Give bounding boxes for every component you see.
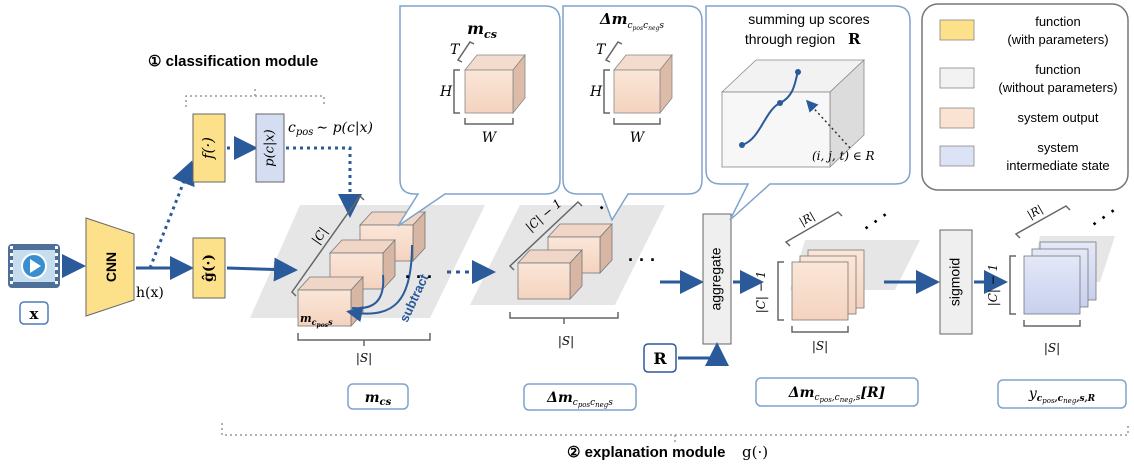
hx-label: h(x) xyxy=(136,285,164,301)
classification-module-title: ① classification module xyxy=(148,53,318,70)
dm-cube-1 xyxy=(517,248,583,301)
agg-c-brace xyxy=(777,261,784,321)
dm-W-label: W xyxy=(630,130,646,146)
region-title-R: R xyxy=(848,30,861,48)
cnn-label: CNN xyxy=(103,252,119,282)
arrow-p-to-mcs xyxy=(286,146,362,218)
input-x-box xyxy=(19,301,49,325)
subtract-arrow-2 xyxy=(351,274,385,310)
mcs-cube-label: mcposs xyxy=(300,312,333,329)
legend xyxy=(921,3,1129,191)
dm-ellipsis-mid: · · · xyxy=(628,250,656,270)
agg-output-stack xyxy=(791,249,865,321)
dm-s-brace xyxy=(509,312,619,319)
dm-T-label: T xyxy=(596,42,607,58)
final-dim-c: |C| − 1 xyxy=(986,264,1000,307)
mcs-box-label: mcs xyxy=(365,390,392,408)
legend-item-4-line1: system xyxy=(1037,140,1078,155)
agg-dim-s: |S| xyxy=(812,339,828,353)
dm-bubble xyxy=(562,5,703,222)
legend-item-2-line1: function xyxy=(1035,62,1081,77)
ghat-function-box xyxy=(192,237,226,299)
subtract-arrow-1 xyxy=(346,244,413,322)
final-dim-s: |S| xyxy=(1044,341,1060,355)
f-label: f(·) xyxy=(199,137,217,160)
final-output-stack xyxy=(1023,241,1097,315)
arrow-h-to-f xyxy=(148,160,195,269)
agg-s-brace xyxy=(791,326,849,333)
region-title-line1: summing up scores xyxy=(748,11,869,27)
p-distribution-box xyxy=(255,113,285,183)
region-ijt-label: (i, j, t) ∈ R xyxy=(812,149,875,163)
legend-item-1-line1: function xyxy=(1035,14,1081,29)
final-label-box xyxy=(997,379,1127,409)
aggregate-box xyxy=(702,213,732,345)
legend-item-2-line2: (without parameters) xyxy=(998,80,1117,95)
sigmoid-box xyxy=(939,229,973,335)
sigmoid-label: sigmoid xyxy=(947,258,963,306)
input-x-label: x xyxy=(30,305,40,323)
final-c-brace xyxy=(1009,255,1016,315)
dm-label-box xyxy=(523,383,637,411)
video-icon xyxy=(8,244,60,288)
p-label: p(c|x) xyxy=(263,129,278,166)
final-box-label: ycpos,cneg,s,R xyxy=(1028,386,1096,405)
dm-dim-s: |S| xyxy=(558,334,574,348)
mcs-T-label: T xyxy=(450,42,461,58)
classification-module-bracket xyxy=(185,86,325,107)
dm-c-brace xyxy=(508,200,583,271)
legend-swatch-yellow xyxy=(939,19,975,41)
cnn-block xyxy=(85,217,135,317)
cpos-sample-text: cpos∼ p(c|x) xyxy=(288,120,373,138)
mcs-label-box xyxy=(347,383,409,410)
mcs-cube-stack xyxy=(297,210,426,328)
arrow-ghat-to-mcs xyxy=(226,257,298,282)
agg-box-label: Δmcpos,cneg,s[R] xyxy=(788,385,886,404)
region-title-line2: through region xyxy=(745,31,835,47)
legend-swatch-blue xyxy=(939,145,975,167)
legend-item-4-line2: intermediate state xyxy=(1006,158,1109,173)
explanation-module-title: ② explanation module xyxy=(567,444,725,461)
mcs-bubble-title: mcs xyxy=(467,19,497,41)
aggregate-label: aggregate xyxy=(708,247,724,310)
mcs-s-brace xyxy=(297,333,431,341)
dm-H-label: H xyxy=(589,84,603,100)
legend-item-3-line1: system output xyxy=(1018,110,1099,125)
legend-swatch-peach xyxy=(939,107,975,129)
mcs-bubble xyxy=(397,5,561,227)
mcs-W-label: W xyxy=(482,130,498,146)
region-bubble xyxy=(705,5,911,221)
agg-dim-c: |C| − 1 xyxy=(754,271,768,314)
dm-box-label: Δmcposcnegs xyxy=(546,390,613,409)
explanation-g-symbol: g(·) xyxy=(742,443,768,461)
final-ellipsis: · · · xyxy=(1087,201,1121,233)
mcs-H-label: H xyxy=(439,84,453,100)
agg-r-brace xyxy=(784,211,843,247)
explanation-module-bracket xyxy=(221,423,1129,442)
dm-cube-stack xyxy=(517,222,613,301)
final-r-brace xyxy=(1014,205,1071,239)
agg-ellipsis: · · · xyxy=(859,205,893,237)
r-input-label: R xyxy=(653,349,667,368)
mcs-ellipsis-mid: · · · xyxy=(405,267,433,287)
legend-swatch-gray xyxy=(939,67,975,89)
mcs-c-brace xyxy=(291,194,365,297)
final-s-brace xyxy=(1023,320,1081,327)
r-input-box xyxy=(643,343,677,373)
ghat-label: ĝ(·) xyxy=(200,254,217,282)
f-function-box xyxy=(192,113,226,183)
legend-item-1-line2: (with parameters) xyxy=(1007,32,1108,47)
arrow-r-to-aggregate xyxy=(678,342,729,366)
dm-bubble-title: Δmcposcnegs xyxy=(599,10,664,32)
agg-dim-r: |R| xyxy=(797,209,818,229)
mcs-dim-s: |S| xyxy=(356,351,372,365)
agg-label-box xyxy=(755,377,919,407)
